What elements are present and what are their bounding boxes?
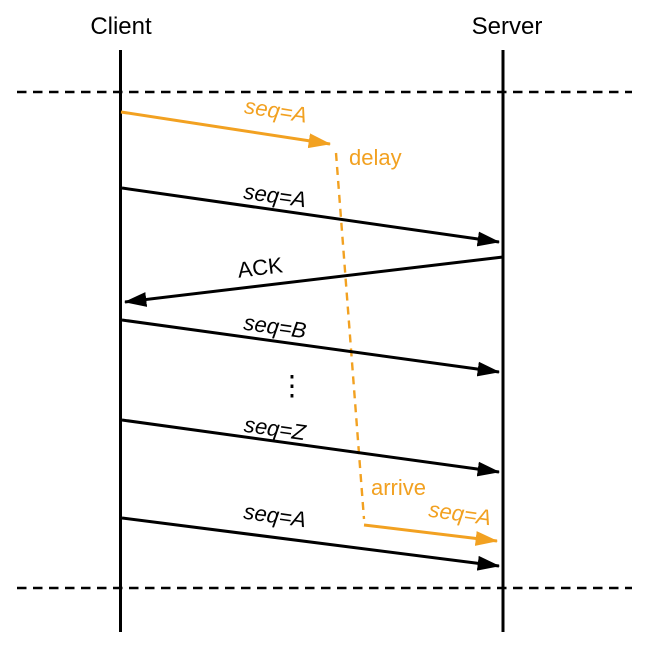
seq-z-label: seq=Z bbox=[243, 412, 309, 446]
ellipsis: ⋮ bbox=[278, 369, 306, 402]
actor-server-label: Server bbox=[472, 13, 543, 40]
delay-annotation: delay bbox=[349, 145, 402, 170]
resend-seq-a-arrow bbox=[121, 516, 501, 571]
actor-client-label: Client bbox=[90, 13, 152, 40]
seq-a-arrow bbox=[121, 186, 501, 247]
arrive-annotation: arrive bbox=[371, 475, 426, 500]
seq-b-arrow bbox=[121, 318, 501, 377]
delayed-seq-a-arrive-label: seq=A bbox=[427, 497, 493, 531]
ack-label: ACK bbox=[236, 252, 284, 282]
seq-z-arrow bbox=[121, 418, 501, 477]
ack-arrow bbox=[123, 255, 504, 307]
delayed-seq-a-label: seq=A bbox=[243, 93, 309, 128]
delayed-seq-a-arrive-arrow bbox=[363, 523, 499, 546]
delay-dashed-path bbox=[334, 152, 366, 520]
resend-seq-a-label: seq=A bbox=[242, 499, 308, 533]
delayed-seq-a-arrow bbox=[120, 110, 332, 149]
